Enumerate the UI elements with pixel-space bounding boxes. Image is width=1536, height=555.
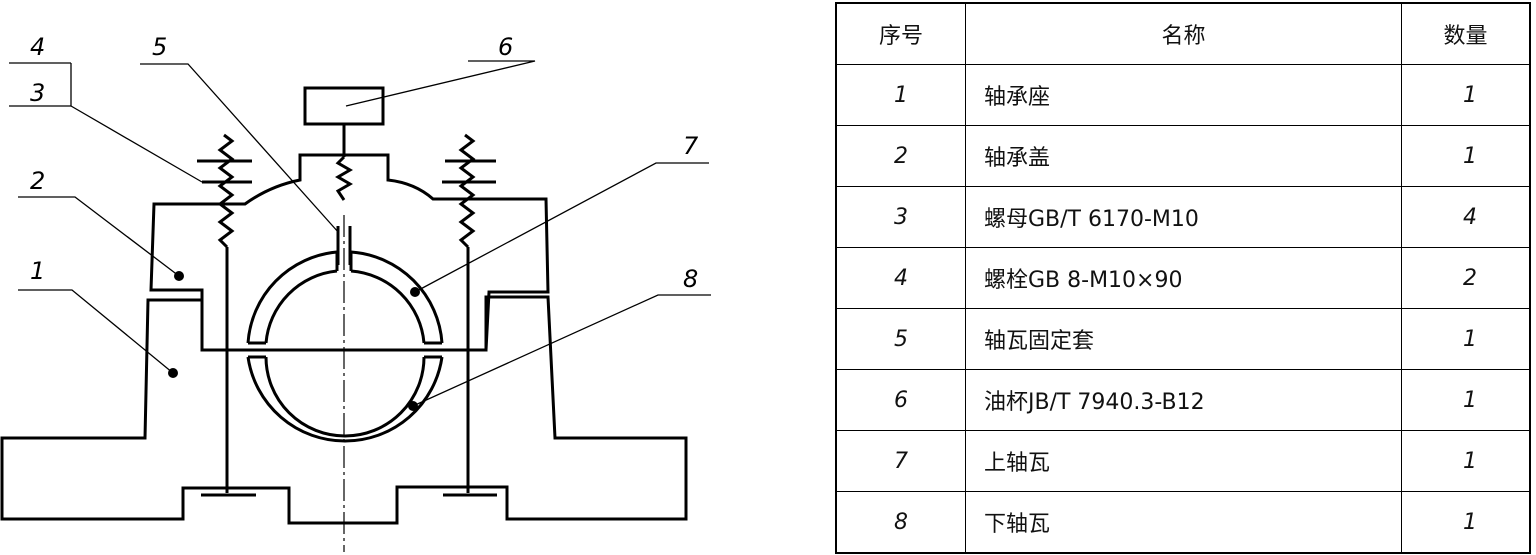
callout-6: 6 <box>498 33 513 61</box>
row-number: 2 <box>835 125 966 187</box>
row-number: 7 <box>835 430 966 492</box>
row-name: 螺栓GB 8-M10×90 <box>965 247 1402 309</box>
callout-5: 5 <box>152 33 167 61</box>
right-bolt <box>442 133 497 497</box>
row-number: 8 <box>835 491 966 554</box>
row-quantity: 4 <box>1401 186 1531 248</box>
row-name: 油杯JB/T 7940.3-B12 <box>965 369 1402 431</box>
row-name: 螺母GB/T 6170-M10 <box>965 186 1402 248</box>
row-name: 轴承盖 <box>965 125 1402 187</box>
row-number: 5 <box>835 308 966 370</box>
header-number: 序号 <box>835 2 966 65</box>
row-quantity: 1 <box>1401 491 1531 554</box>
row-quantity: 1 <box>1401 308 1531 370</box>
oil-cup <box>303 86 385 126</box>
row-quantity: 1 <box>1401 430 1531 492</box>
callout-8: 8 <box>683 265 698 293</box>
row-quantity: 2 <box>1401 247 1531 309</box>
row-quantity: 1 <box>1401 64 1531 126</box>
callout-4: 4 <box>30 33 45 61</box>
callout-1: 1 <box>30 257 45 285</box>
table-header-row: 序号 名称 数量 <box>835 2 1531 65</box>
lower-bearing-shell <box>246 355 444 443</box>
row-name: 下轴瓦 <box>965 491 1402 554</box>
left-bolt <box>197 133 256 497</box>
callout-2: 2 <box>30 167 45 195</box>
row-name: 轴承座 <box>965 64 1402 126</box>
row-number: 6 <box>835 369 966 431</box>
header-name: 名称 <box>965 2 1402 65</box>
row-name: 上轴瓦 <box>965 430 1402 492</box>
row-number: 4 <box>835 247 966 309</box>
callout-leaders <box>9 60 711 411</box>
callout-7: 7 <box>683 132 699 160</box>
upper-bearing-shell <box>246 250 444 345</box>
row-quantity: 1 <box>1401 369 1531 431</box>
row-number: 1 <box>835 64 966 126</box>
header-quantity: 数量 <box>1401 2 1531 65</box>
row-name: 轴瓦固定套 <box>965 308 1402 370</box>
row-number: 3 <box>835 186 966 248</box>
row-quantity: 1 <box>1401 125 1531 187</box>
bearing-assembly-drawing: 1 2 3 4 5 6 7 8 <box>0 33 711 552</box>
callout-3: 3 <box>30 79 45 107</box>
